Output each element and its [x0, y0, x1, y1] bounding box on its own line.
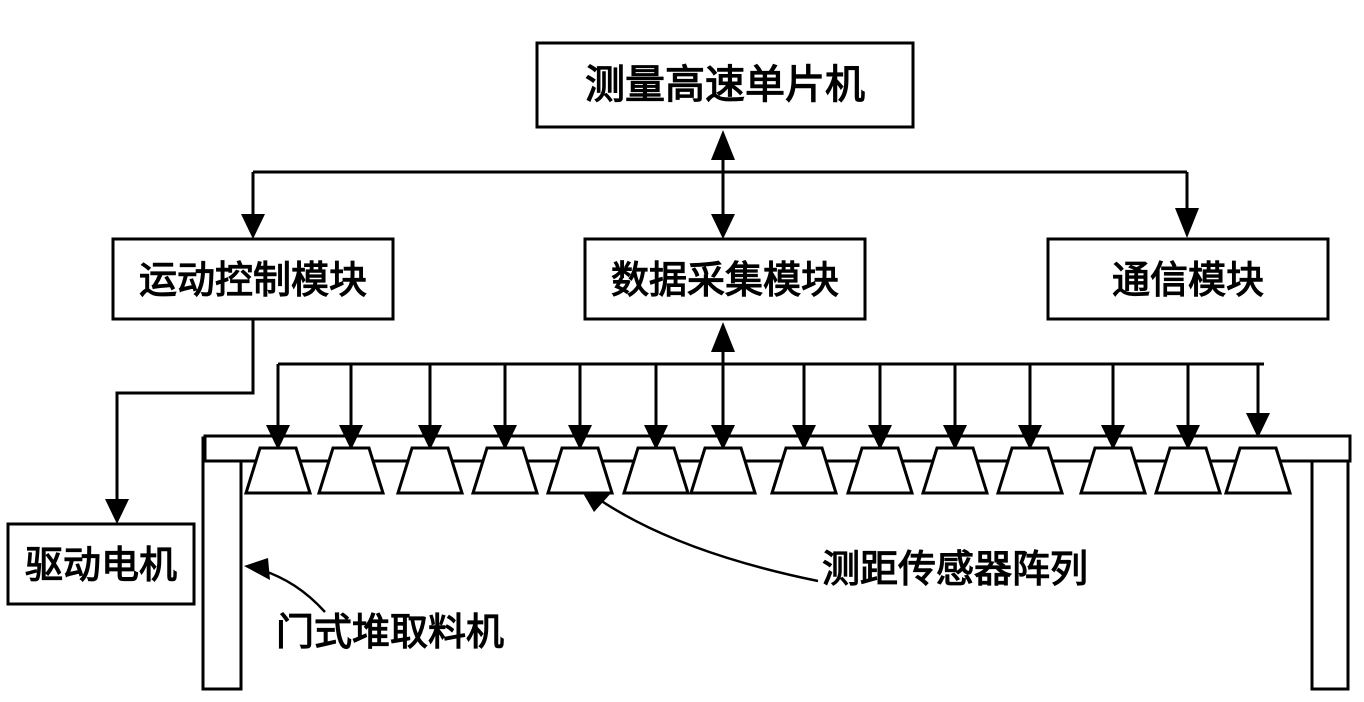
sensor-arrowhead — [868, 425, 892, 450]
gantry-callout-curve — [261, 568, 326, 613]
range-sensor — [1223, 446, 1293, 495]
motion-to-motor-line — [115, 319, 255, 502]
range-sensor — [920, 446, 990, 495]
sensor-arrowhead — [1018, 425, 1042, 450]
range-sensor — [395, 446, 465, 495]
drive-motor-label: 驱动电机 — [25, 543, 177, 587]
sensor-array-callout-curve — [599, 498, 819, 583]
range-sensor — [243, 446, 313, 495]
gantry-right-leg — [1310, 436, 1350, 691]
arrowhead-mcu-up — [711, 130, 735, 160]
sensor-arrowhead — [493, 425, 517, 450]
arrowhead-daq-up — [711, 322, 735, 352]
range-sensor — [1153, 446, 1223, 495]
sensor-arrowhead — [644, 425, 668, 450]
sensor-array — [243, 364, 1293, 495]
sensor-arrowhead — [711, 425, 735, 450]
range-sensor — [688, 446, 758, 495]
data-acquisition-label: 数据采集模块 — [611, 258, 839, 302]
sensor-arrowhead — [1101, 425, 1125, 450]
sensor-arrowhead — [266, 425, 290, 450]
mcu-box — [535, 41, 915, 129]
communication-label: 通信模块 — [1112, 258, 1264, 302]
range-sensor — [545, 446, 615, 495]
sensor-array-label: 测距传感器阵列 — [822, 547, 1088, 591]
gantry-left-leg — [201, 436, 243, 691]
arrowhead-daq-down — [711, 214, 735, 239]
arrowhead-gantry-callout — [244, 558, 270, 580]
range-sensor — [845, 446, 915, 495]
data-acquisition-box — [583, 237, 867, 321]
range-sensor — [769, 446, 839, 495]
sensor-arrowhead — [1246, 413, 1270, 438]
motion-control-label: 运动控制模块 — [139, 258, 367, 302]
range-sensor — [995, 446, 1065, 495]
arrowhead-motion — [241, 214, 265, 239]
range-sensor — [621, 446, 691, 495]
gantry-beam — [203, 434, 1352, 463]
motion-control-box — [111, 237, 395, 321]
sensor-arrowhead — [418, 425, 442, 450]
mcu-label: 测量高速单片机 — [585, 62, 865, 108]
sensor-arrowhead — [792, 425, 816, 450]
communication-box — [1046, 237, 1330, 321]
arrowhead-comm — [1175, 208, 1199, 238]
range-sensor — [470, 446, 540, 495]
range-sensor — [316, 446, 386, 495]
sensor-arrowhead — [1176, 425, 1200, 450]
range-sensor — [1078, 446, 1148, 495]
arrowhead-motor — [105, 499, 129, 524]
sensor-arrowhead — [339, 425, 363, 450]
drive-motor-box — [6, 522, 196, 606]
gantry-label: 门式堆取料机 — [276, 610, 504, 654]
sensor-arrowhead — [568, 425, 592, 450]
sensor-arrowhead — [943, 425, 967, 450]
